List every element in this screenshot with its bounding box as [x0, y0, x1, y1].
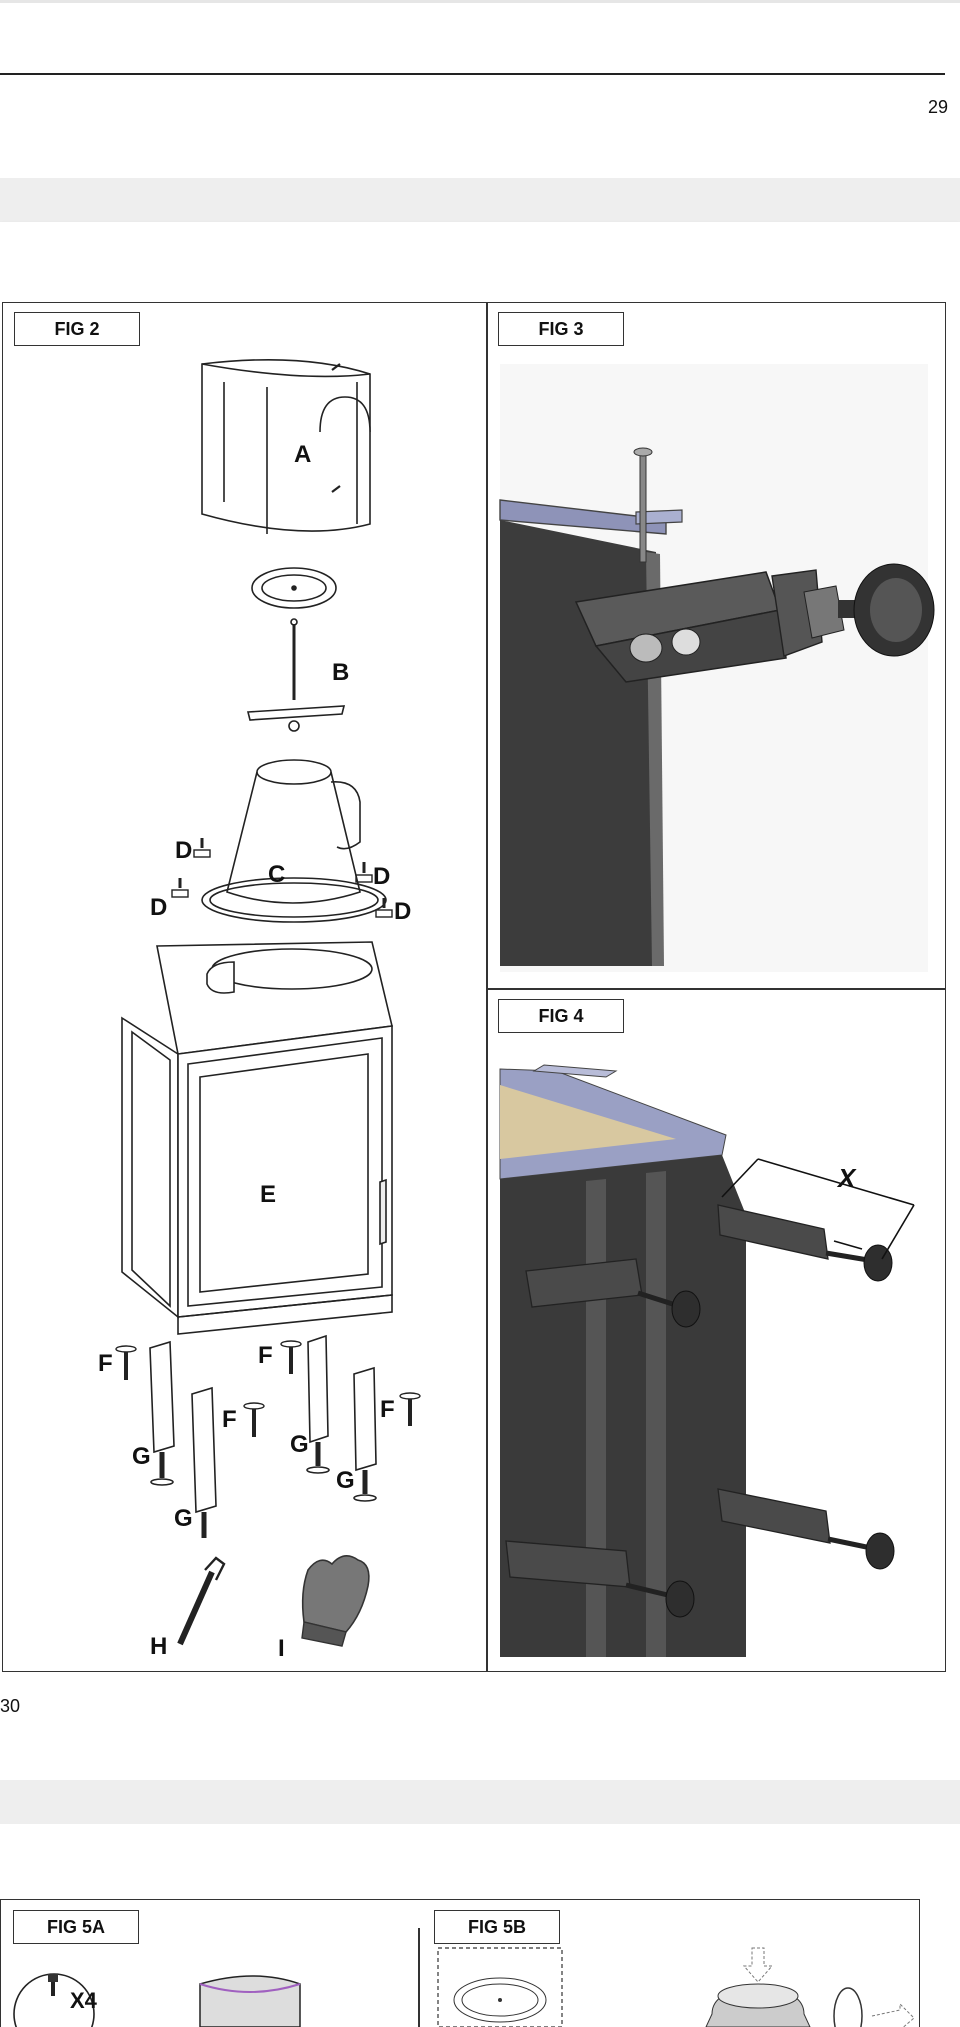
part-d-screws	[171, 838, 393, 918]
part-label-g: G	[132, 1443, 151, 1470]
dimension-x-label: X	[836, 1163, 857, 1193]
page-30: FIG 2	[0, 222, 960, 1780]
page-number: 29	[927, 97, 948, 117]
part-b-damper	[246, 567, 346, 732]
fig5b-label: FIG 5B	[434, 1910, 560, 1944]
part-c-collar	[201, 759, 387, 923]
figure-frame	[2, 302, 946, 1672]
page-gap	[0, 178, 960, 222]
page-rule	[0, 73, 945, 75]
fig4-leg-extension-diagram: X	[499, 1064, 915, 1657]
frame-divider	[418, 1928, 420, 2027]
part-label-i: I	[278, 1635, 285, 1662]
part-label-e: E	[260, 1181, 276, 1208]
page-29: 29	[0, 0, 960, 178]
fig2-label: FIG 2	[14, 312, 140, 346]
part-e-body	[121, 941, 393, 1335]
fig2-exploded-diagram: A B C D D D D E F F F F G G G G H I	[98, 358, 421, 1662]
part-g-legs	[149, 1334, 377, 1538]
figure-frame	[0, 1899, 920, 2027]
part-label-d: D	[150, 894, 167, 921]
part-label-f: F	[258, 1342, 273, 1369]
part-i-glove	[301, 1555, 370, 1647]
fig3-label: FIG 3	[498, 312, 624, 346]
part-label-g: G	[336, 1467, 355, 1494]
part-label-d: D	[373, 863, 390, 890]
part-f-bolts	[115, 1340, 421, 1437]
fig5a-count-label: X4	[70, 1988, 98, 2013]
fig3-leveling-foot-detail	[499, 364, 935, 972]
part-label-f: F	[222, 1406, 237, 1433]
frame-divider-horizontal	[486, 988, 946, 990]
fig3-panel: FIG 3	[486, 302, 946, 988]
fig4-label: FIG 4	[498, 999, 624, 1033]
part-label-h: H	[150, 1633, 167, 1660]
part-label-d: D	[394, 898, 411, 925]
part-label-g: G	[174, 1505, 193, 1532]
part-a-shroud	[201, 358, 371, 534]
part-label-d: D	[175, 837, 192, 864]
part-label-c: C	[268, 861, 285, 888]
part-label-f: F	[380, 1396, 395, 1423]
part-h-wrench	[177, 1556, 226, 1646]
part-label-g: G	[290, 1431, 309, 1458]
fig5-diagrams: X4	[13, 1947, 915, 2027]
page-number: 30	[0, 1696, 21, 1716]
part-label-b: B	[332, 659, 349, 686]
frame-divider	[486, 302, 488, 1672]
part-label-f: F	[98, 1350, 113, 1377]
part-label-a: A	[294, 441, 311, 468]
fig2-panel: FIG 2	[2, 302, 486, 1672]
page-gap	[0, 1780, 960, 1824]
page-31: FIG 5A FIG 5B X4	[0, 1824, 960, 2027]
fig4-panel: FIG 4	[486, 989, 946, 1672]
fig5a-label: FIG 5A	[13, 1910, 139, 1944]
